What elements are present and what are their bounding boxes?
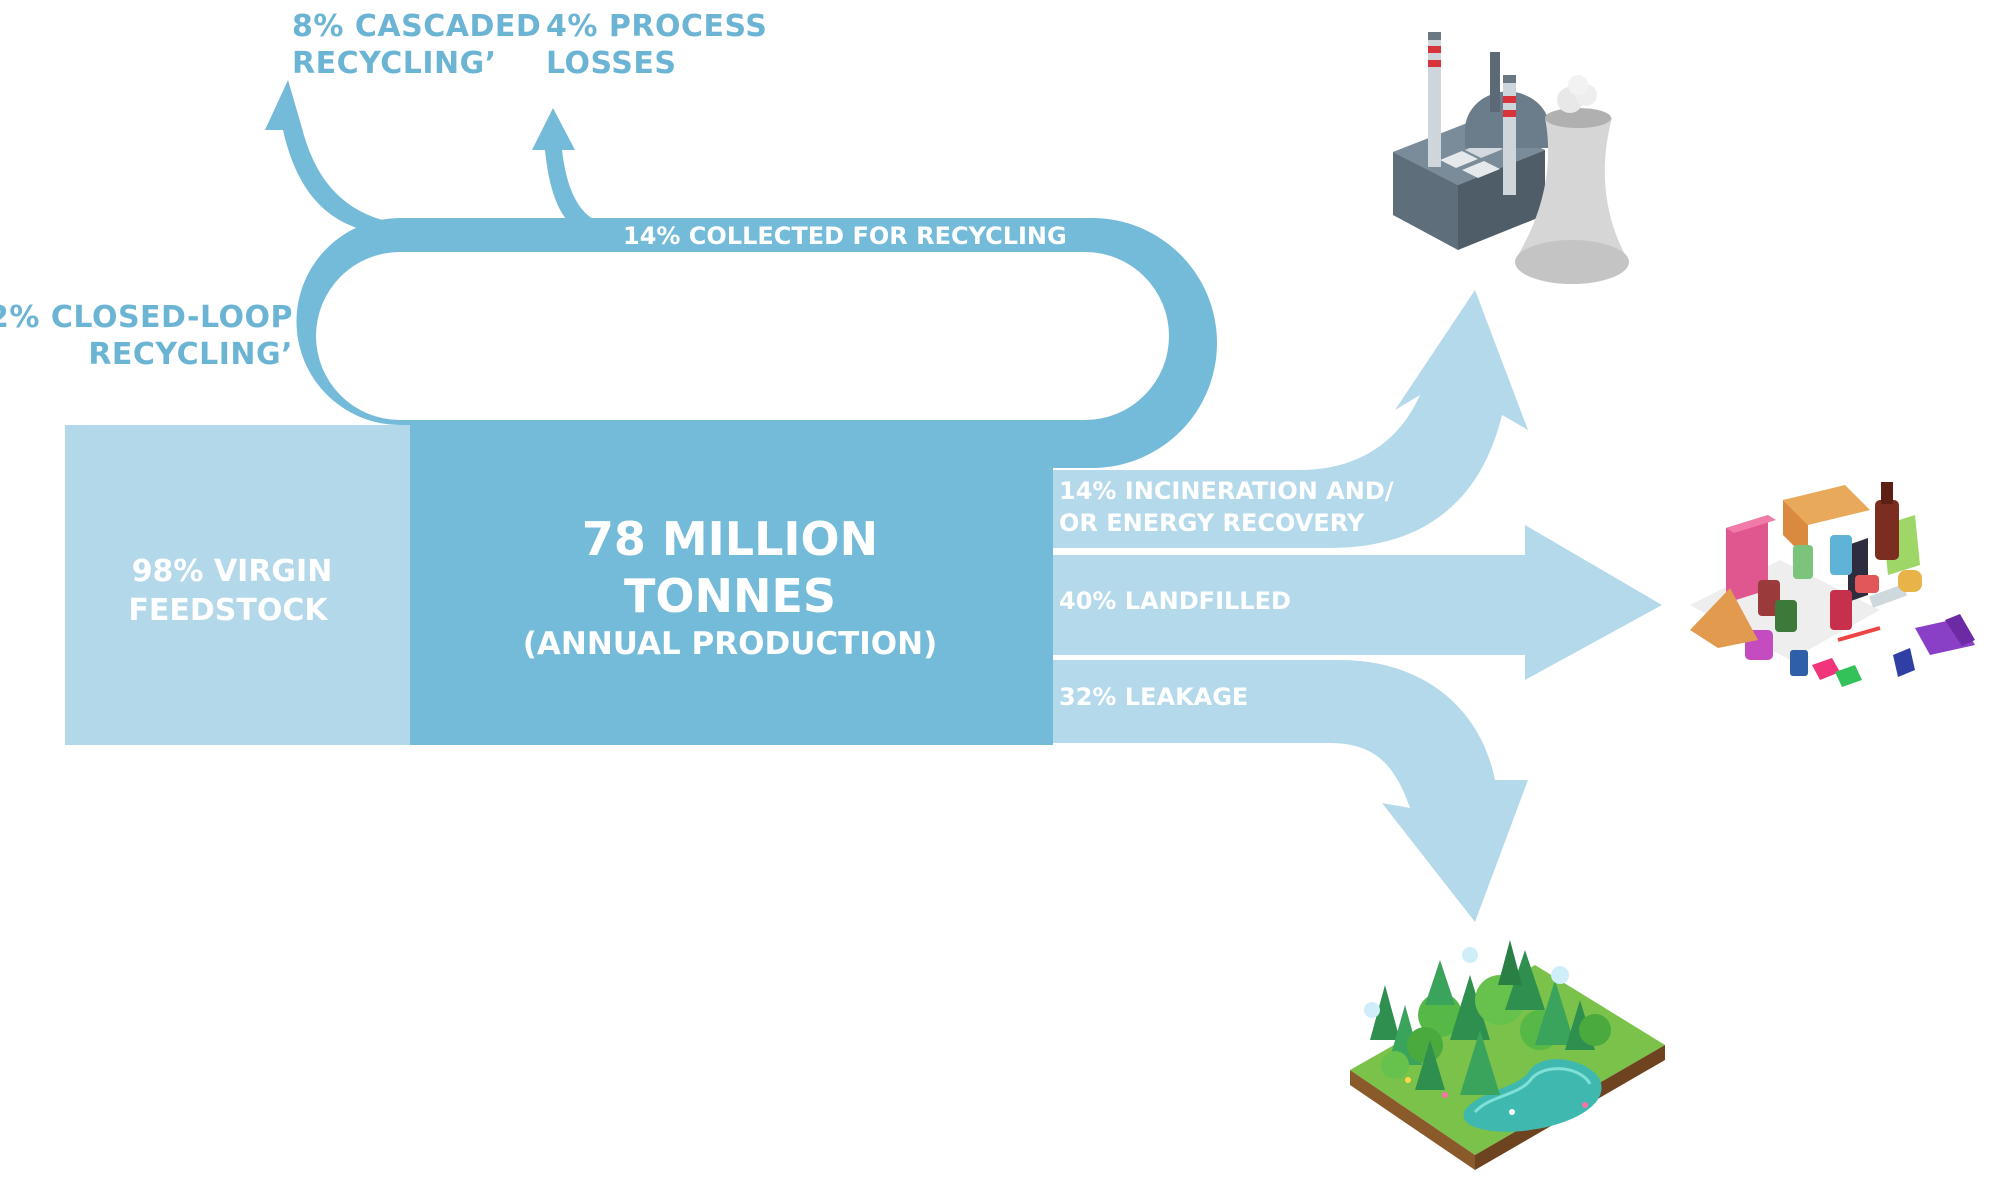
process-losses-label-2: LOSSES: [546, 46, 677, 81]
virgin-feedstock-block: [65, 425, 410, 745]
production-amount-label: 78 MILLION: [582, 512, 878, 566]
process-losses-arrow: [532, 108, 700, 250]
annual-production-block: [410, 425, 1053, 745]
incineration-label: 14% INCINERATION AND/: [1059, 477, 1394, 505]
virgin-feedstock-label: 98% VIRGIN: [132, 554, 333, 589]
power-plant-icon: [1393, 32, 1629, 284]
landfill-flow-arrow: [1052, 525, 1662, 680]
production-unit-label: TONNES: [624, 569, 836, 623]
cascaded-recycling-label-2: RECYCLING’: [292, 46, 497, 81]
incineration-flow-arrow: [1052, 290, 1528, 548]
incineration-label-2: OR ENERGY RECOVERY: [1059, 509, 1365, 537]
nature-forest-icon: [1350, 940, 1665, 1170]
closed-loop-label: 2% CLOSED-LOOP: [0, 300, 293, 335]
process-losses-label: 4% PROCESS: [546, 9, 767, 44]
waste-pile-icon: [1690, 482, 1975, 687]
virgin-feedstock-label-2: FEEDSTOCK: [128, 593, 329, 628]
loop-band: [296, 218, 1217, 468]
closed-loop-label-2: RECYCLING’: [88, 337, 293, 372]
production-note-label: (ANNUAL PRODUCTION): [523, 626, 938, 662]
outflow-arrows: [1052, 290, 1662, 922]
leakage-label: 32% LEAKAGE: [1059, 683, 1248, 711]
leakage-flow-arrow: [1052, 660, 1528, 922]
recycling-loop: [265, 80, 1217, 468]
forest-trees: [1370, 940, 1611, 1095]
cascaded-recycling-label: 8% CASCADED: [292, 9, 541, 44]
landfilled-label: 40% LANDFILLED: [1059, 587, 1291, 615]
collected-for-recycling-label: 14% COLLECTED FOR RECYCLING: [623, 222, 1067, 250]
